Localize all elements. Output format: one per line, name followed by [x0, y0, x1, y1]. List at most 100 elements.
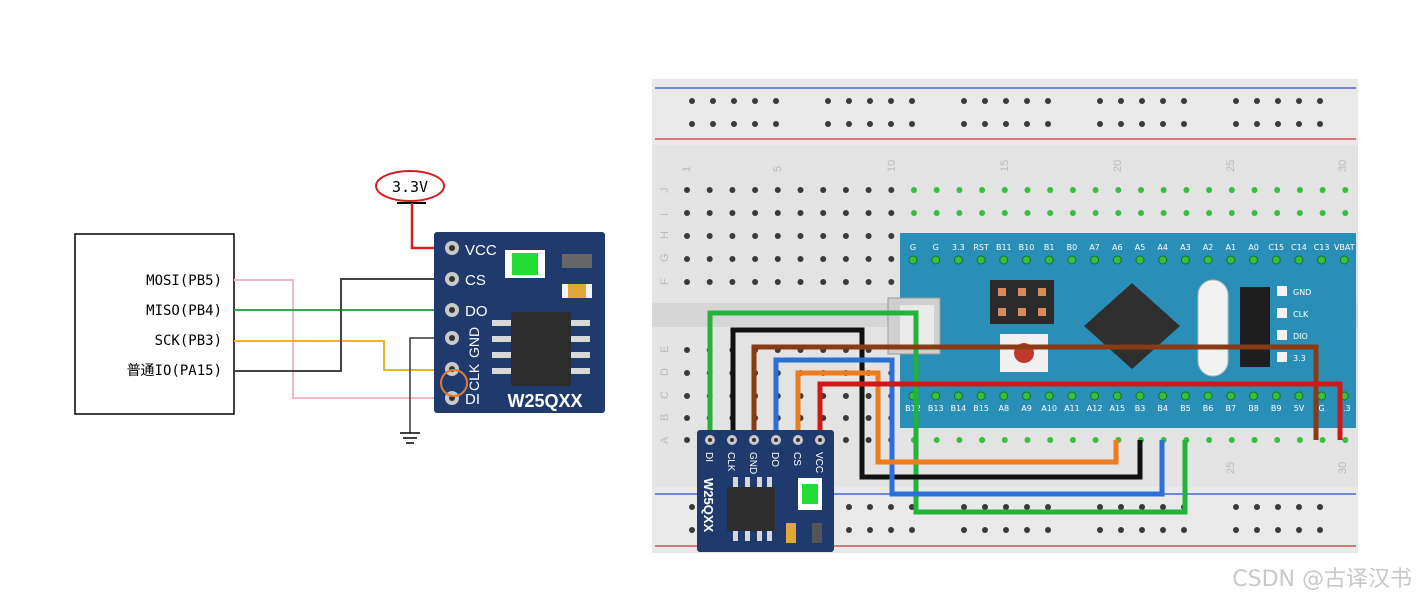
row-letter-i: I [659, 213, 671, 216]
stm32-top-pin-pad [1112, 255, 1122, 265]
row-letter-b: B [659, 414, 671, 421]
breadboard-hole [684, 187, 690, 193]
rail-hole [982, 98, 988, 104]
breadboard-hole [1251, 187, 1258, 193]
breadboard-hole [888, 210, 895, 216]
breadboard-hole [684, 210, 690, 216]
rail-hole [773, 98, 779, 104]
breadboard-hole [956, 187, 963, 193]
breadboard-hole [1092, 187, 1099, 193]
resistor-1 [562, 254, 592, 268]
rail-hole [867, 527, 873, 533]
rail-hole [1275, 121, 1281, 127]
bb-module-pin-cs: CS [791, 452, 802, 466]
stm32-bottom-pin-pad [1158, 391, 1168, 401]
rail-hole [731, 121, 737, 127]
breadboard-hole [1251, 210, 1258, 216]
module-pin-cs: CS [465, 272, 486, 289]
stm32-bottom-pin-label: A11 [1064, 404, 1080, 413]
ground-icon [400, 432, 420, 444]
stm32-bottom-pin-pad [1135, 391, 1145, 401]
breadboard-hole [1228, 437, 1235, 443]
row-letter-g: G [659, 253, 671, 262]
rail-hole [1097, 504, 1103, 510]
clk-highlight-circle [440, 369, 468, 397]
swd-pad [1277, 352, 1287, 362]
stm32-bottom-pin-pad [1203, 391, 1213, 401]
breadboard-hole [684, 437, 690, 443]
stm32-top-pin-label: G [910, 243, 916, 252]
breadboard-hole [684, 415, 690, 421]
rail-hole [1045, 527, 1051, 533]
breadboard-hole [1001, 210, 1008, 216]
column-number-1: 1 [681, 166, 693, 172]
power-label: 3.3V [392, 178, 428, 196]
stm32-bottom-pin-pad [1180, 391, 1190, 401]
rail-hole [1118, 527, 1124, 533]
breadboard-hole [1092, 437, 1099, 443]
rail-hole [1296, 527, 1302, 533]
breadboard-hole [1183, 187, 1190, 193]
stm32-bottom-pin-label: B12 [905, 404, 921, 413]
rail-hole [731, 98, 737, 104]
column-number-10: 10 [886, 160, 898, 172]
rail-hole [1254, 98, 1260, 104]
breadboard-hole [706, 256, 713, 262]
swd-pin-label: CLK [1293, 310, 1309, 319]
swd-pin-label: DIO [1293, 332, 1308, 341]
stm32-bottom-pin-label: B4 [1157, 404, 1168, 413]
stm32-top-pin-pad [1090, 255, 1100, 265]
column-number-25: 25 [1225, 160, 1237, 172]
rail-hole [1118, 504, 1124, 510]
stm32-bottom-pin-label: B15 [973, 404, 989, 413]
breadboard-hole [979, 437, 986, 443]
breadboard-hole [979, 187, 986, 193]
column-number-25-bottom: 25 [1225, 462, 1237, 474]
stm32-bottom-pin-label: A9 [1021, 404, 1032, 413]
stm32-bottom-pin-label: A12 [1087, 404, 1103, 413]
rail-hole [689, 98, 695, 104]
breadboard-hole [684, 233, 690, 239]
rail-hole [1233, 98, 1239, 104]
stm32-bottom-pin-pad [976, 391, 986, 401]
rail-hole [1003, 527, 1009, 533]
breadboard-hole [774, 210, 781, 216]
jumper-red [817, 381, 1343, 440]
stm32-bottom-pin-pad [1112, 391, 1122, 401]
breadboard-hole [1206, 187, 1213, 193]
bb-power-led-core [802, 484, 818, 504]
module-pin-clk: CLK [466, 363, 482, 391]
stm32-top-pin-label: VBAT [1334, 243, 1355, 252]
bb-module-pin-gnd: GND [747, 452, 758, 474]
breadboard-hole [797, 210, 804, 216]
breadboard-hole [752, 279, 759, 285]
breadboard-hole [820, 187, 827, 193]
breadboard-hole [865, 437, 872, 443]
rail-hole [1118, 121, 1124, 127]
breadboard-hole [1069, 437, 1076, 443]
rail-hole [1160, 527, 1166, 533]
breadboard-hole [820, 210, 827, 216]
wire-mosi-pink [234, 279, 452, 399]
breadboard-hole [1047, 187, 1054, 193]
rail-hole [1139, 504, 1145, 510]
row-letter-a: A [659, 436, 671, 444]
breadboard-hole [979, 210, 986, 216]
bb-flash-chip [727, 487, 775, 531]
top-power-rail [652, 79, 1358, 145]
breadboard-hole [933, 187, 940, 193]
breadboard-hole [797, 233, 804, 239]
breadboard-hole [1092, 210, 1099, 216]
stm32-top-pin-label: C13 [1314, 243, 1330, 252]
breadboard-hole [865, 415, 872, 421]
rail-hole [1097, 527, 1103, 533]
wire-sck-yellow [234, 340, 452, 371]
rail-hole [961, 504, 967, 510]
breadboard-hole [729, 256, 736, 262]
rail-hole [710, 121, 716, 127]
rail-hole [1097, 121, 1103, 127]
breadboard-hole [1024, 437, 1031, 443]
rail-hole [1003, 121, 1009, 127]
stm32-top-pin-pad [931, 255, 941, 265]
stm32-bottom-pin-label: B14 [951, 404, 967, 413]
